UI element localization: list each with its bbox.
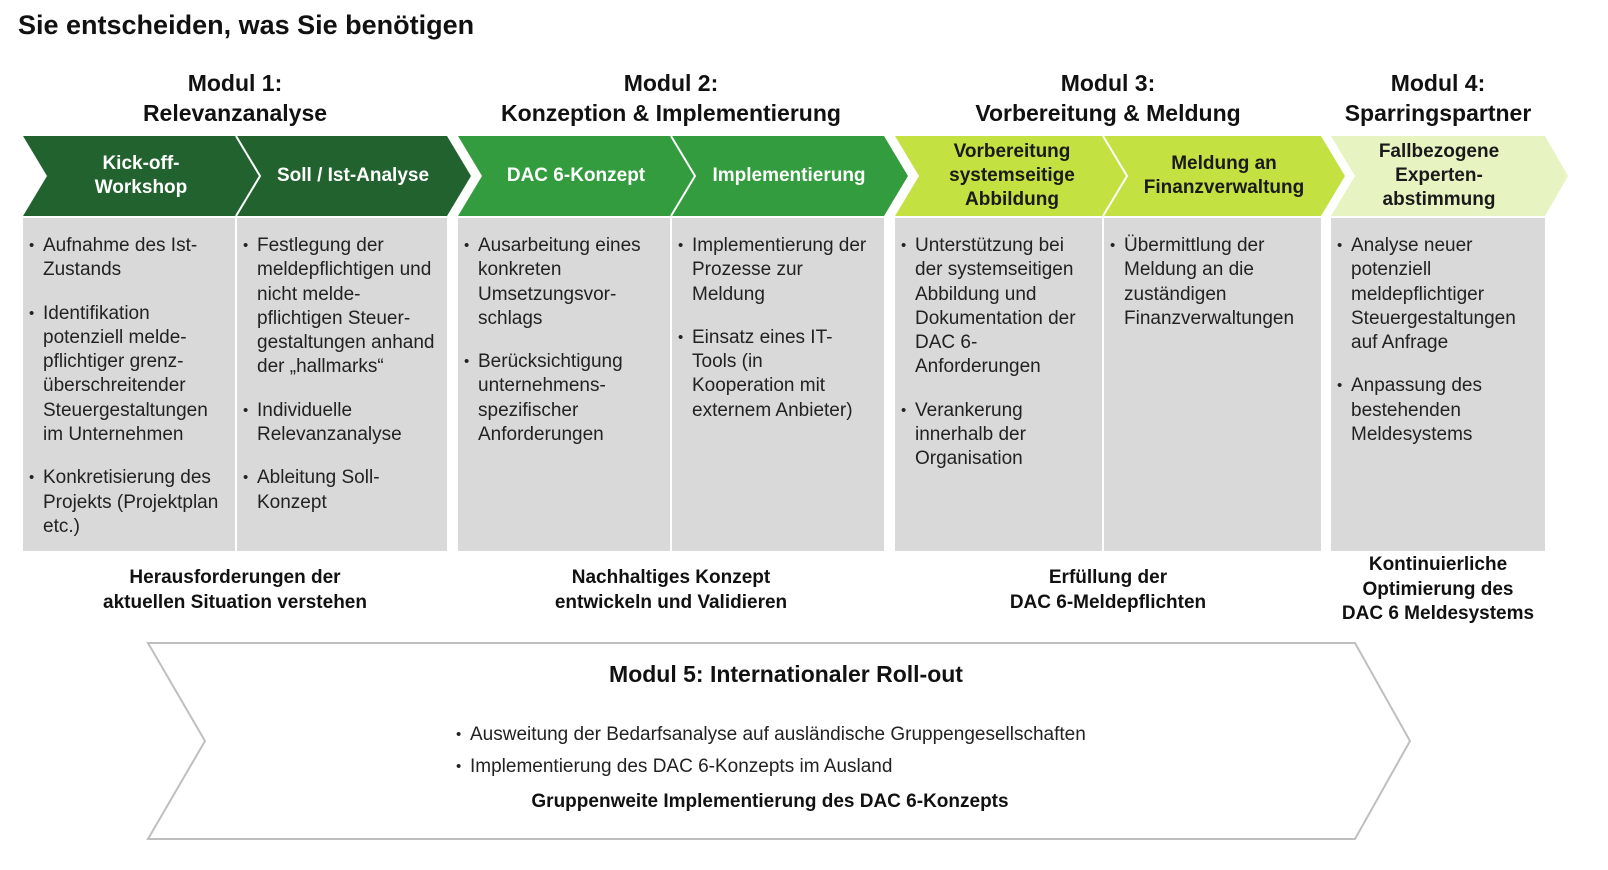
chevron-step-5 [895, 136, 1127, 216]
step-column-5: Unterstützung bei der systemseitigen Abb… [895, 218, 1102, 551]
list-item: Berücksichtigung unternehmens- spezifisc… [464, 350, 664, 447]
step-column-4: Implementierung der Prozesse zur Meldung… [672, 218, 884, 551]
chevron-step-6 [1103, 136, 1345, 216]
module-outcome-4: Kontinuierliche Optimierung des DAC 6 Me… [1341, 554, 1535, 624]
list-item: Ausweitung der Bedarfsanalyse auf auslän… [456, 719, 1086, 751]
module5-outcome: Gruppenweite Implementierung des DAC 6-K… [531, 791, 1009, 812]
module5-items: Ausweitung der Bedarfsanalyse auf auslän… [456, 719, 1086, 783]
step-items-3: Ausarbeitung eines konkreten Umsetzungsv… [464, 234, 664, 447]
list-item: Übermittlung der Meldung an die zuständi… [1110, 234, 1315, 331]
step-items-4: Implementierung der Prozesse zur Meldung… [678, 234, 878, 423]
chevron-step-2 [236, 136, 471, 216]
list-item: Aufnahme des Ist- Zustands [29, 234, 229, 283]
step-items-1: Aufnahme des Ist- Zustands Identifikatio… [29, 234, 229, 539]
step-label-3: DAC 6-Konzept [506, 165, 646, 186]
step-column-7: Analyse neuer potenziell meldepflichtige… [1331, 218, 1545, 551]
step-label-4: Implementierung [712, 165, 866, 186]
list-item: Festlegung der meldepflichtigen und nich… [243, 234, 441, 380]
step-label-7: Fallbezogene Experten- abstimmung [1378, 141, 1500, 210]
list-item: Unterstützung bei der systemseitigen Abb… [901, 234, 1096, 380]
chevron-step-3 [458, 136, 695, 216]
step-label-1: Kick-off- Workshop [94, 153, 188, 198]
list-item: Implementierung des DAC 6-Konzepts im Au… [456, 751, 1086, 783]
step-items-7: Analyse neuer potenziell meldepflichtige… [1337, 234, 1539, 447]
step-label-6: Meldung an Finanzverwaltung [1143, 153, 1305, 198]
list-item: Ausarbeitung eines konkreten Umsetzungsv… [464, 234, 664, 331]
module-outcome-3: Erfüllung der DAC 6-Meldepflichten [1009, 567, 1207, 613]
step-label-2: Soll / Ist-Analyse [276, 165, 430, 186]
module-heading-4: Modul 4: Sparringspartner [1344, 70, 1532, 126]
list-item: Individuelle Relevanzanalyse [243, 399, 441, 448]
list-item: Implementierung der Prozesse zur Meldung [678, 234, 878, 307]
list-item: Einsatz eines IT- Tools (in Kooperation … [678, 326, 878, 423]
list-item: Konkretisierung des Projekts (Projektpla… [29, 466, 229, 539]
step-column-6: Übermittlung der Meldung an die zuständi… [1104, 218, 1321, 551]
step-items-5: Unterstützung bei der systemseitigen Abb… [901, 234, 1096, 472]
chevron-step-1 [23, 136, 260, 216]
step-items-6: Übermittlung der Meldung an die zuständi… [1110, 234, 1315, 331]
module5-title: Modul 5: Internationaler Roll-out [609, 661, 963, 687]
module-heading-1: Modul 1: Relevanzanalyse [142, 70, 328, 126]
list-item: Anpassung des bestehenden Meldesystems [1337, 374, 1539, 447]
chevron-step-7 [1331, 136, 1568, 216]
step-column-1: Aufnahme des Ist- Zustands Identifikatio… [23, 218, 235, 551]
step-label-5: Vorbereitung systemseitige Abbildung [949, 141, 1075, 210]
step-column-2: Festlegung der meldepflichtigen und nich… [237, 218, 447, 551]
module-outcome-1: Herausforderungen der aktuellen Situatio… [103, 567, 367, 613]
chevron-step-4 [671, 136, 908, 216]
module-heading-2: Modul 2: Konzeption & Implementierung [501, 70, 841, 126]
list-item: Verankerung innerhalb der Organisation [901, 399, 1096, 472]
list-item: Analyse neuer potenziell meldepflichtige… [1337, 234, 1539, 355]
list-item: Ableitung Soll- Konzept [243, 466, 441, 515]
module-heading-3: Modul 3: Vorbereitung & Meldung [975, 70, 1241, 126]
list-item: Identifikation potenziell melde- pflicht… [29, 302, 229, 448]
chevron-separator [1102, 135, 1129, 217]
step-items-2: Festlegung der meldepflichtigen und nich… [243, 234, 441, 515]
module-outcome-2: Nachhaltiges Konzept entwickeln und Vali… [554, 567, 788, 613]
page-title: Sie entscheiden, was Sie benötigen [18, 10, 475, 40]
step-column-3: Ausarbeitung eines konkreten Umsetzungsv… [458, 218, 670, 551]
chevron-separator [670, 135, 697, 217]
chevron-separator [235, 135, 262, 217]
